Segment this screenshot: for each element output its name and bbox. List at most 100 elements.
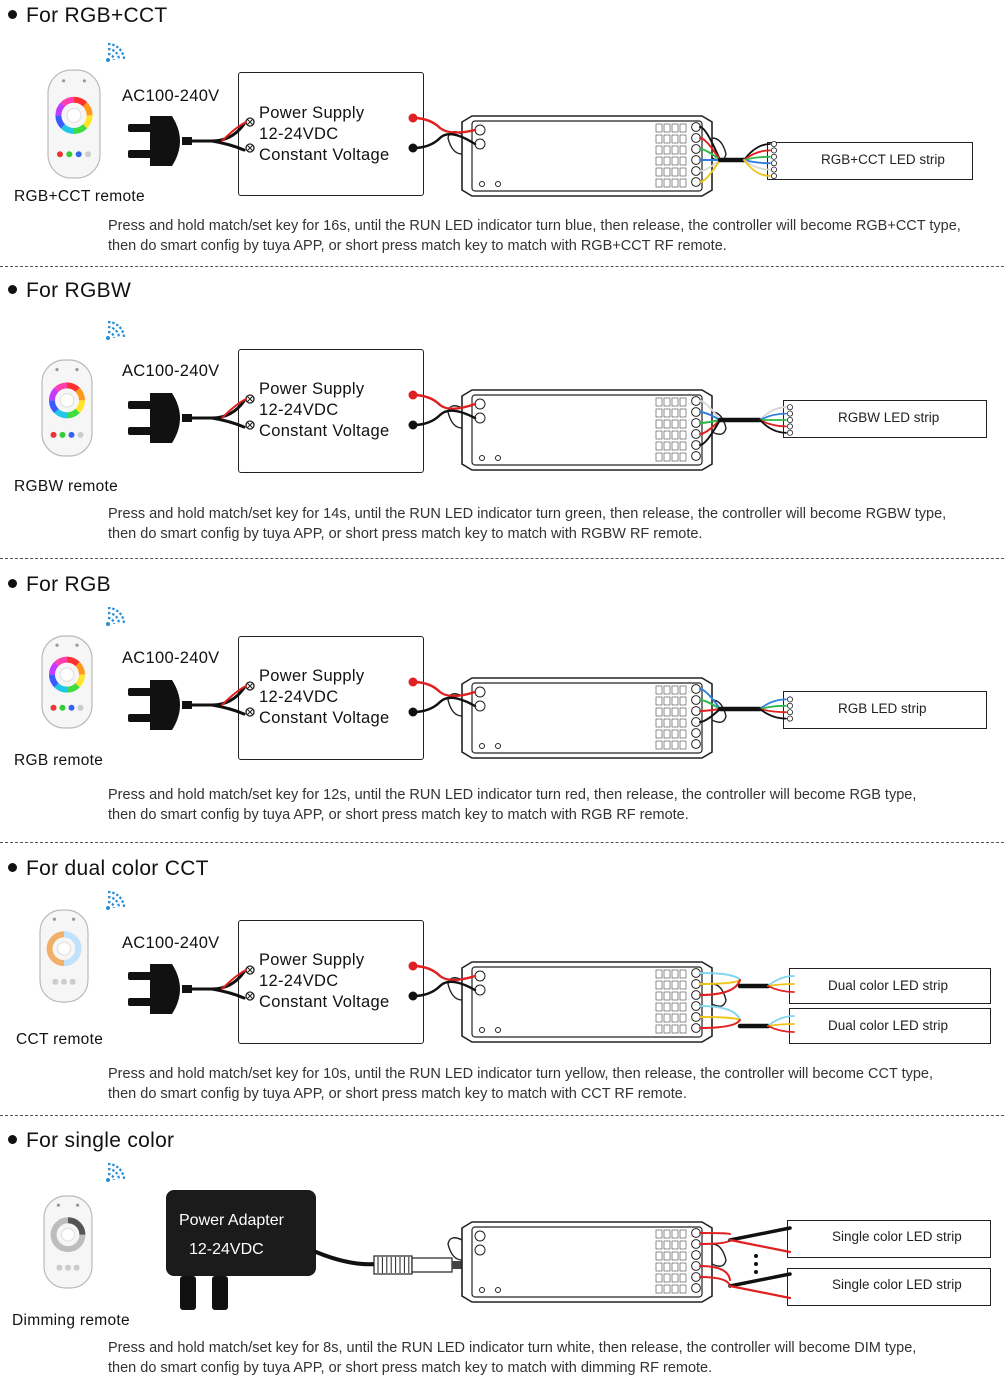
output-grid-cell: [679, 1262, 687, 1272]
output-grid-cell: [655, 419, 663, 429]
output-grid-cell: [671, 441, 679, 451]
led-controller: [447, 389, 727, 471]
wifi-arc: [107, 895, 121, 909]
mount-ear-left: [447, 977, 463, 1001]
remote-button: [55, 368, 59, 372]
output-grid-cell: [671, 134, 679, 144]
instruction-text: Press and hold match/set key for 14s, un…: [108, 504, 946, 544]
instruction-line2: then do smart config by tuya APP, or sho…: [108, 238, 727, 254]
output-grid-cell: [671, 145, 679, 155]
color-wheel-segment: [54, 408, 68, 419]
color-wheel-segment: [60, 124, 75, 134]
output-grid-cell: [663, 1002, 671, 1012]
adapter-line1: Power Adapter: [179, 1212, 284, 1229]
section-heading: For RGB: [8, 573, 111, 597]
input-terminal: [474, 1230, 486, 1242]
remote-button: [73, 1264, 80, 1271]
output-grid-cell: [663, 696, 671, 706]
mount-ear-right: [711, 983, 727, 1007]
output-wire: [699, 699, 721, 710]
output-grid-cell: [655, 452, 663, 462]
output-grid-cell: [679, 167, 687, 177]
wifi-dot: [106, 1178, 110, 1182]
output-wire: [699, 411, 721, 421]
remote-button: [75, 151, 82, 158]
heading-text: For single color: [26, 1129, 175, 1152]
led-strip: [783, 400, 987, 438]
ps-line1: Power Supply: [259, 380, 365, 398]
remote-button: [52, 978, 59, 985]
strip-wire: [743, 155, 771, 161]
led-strip: [767, 142, 973, 180]
output-grid-cell: [679, 1273, 687, 1283]
instruction-text: Press and hold match/set key for 10s, un…: [108, 1064, 933, 1104]
output-grid-cell: [663, 397, 671, 407]
strip-pad: [771, 140, 778, 147]
output-grid-cell: [679, 408, 687, 418]
controller-housing: [461, 961, 713, 1043]
output-grid-cell: [679, 696, 687, 706]
output-grid-cell: [671, 707, 679, 717]
strip-wire: [767, 985, 795, 993]
instruction-line2: then do smart config by tuya APP, or sho…: [108, 1360, 713, 1376]
ps-line3: Constant Voltage: [259, 993, 390, 1011]
remote-control-icon: [47, 69, 101, 179]
strip-pad: [787, 709, 794, 716]
remote-button: [56, 1264, 63, 1271]
strip-pad: [771, 160, 778, 167]
output-grid-cell: [663, 969, 671, 979]
input-terminal: [474, 412, 486, 424]
remote-button: [56, 151, 63, 158]
color-wheel-segment: [54, 382, 68, 393]
output-grid-cell: [655, 123, 663, 133]
output-grid-cell: [679, 969, 687, 979]
output-grid-cell: [671, 991, 679, 1001]
run-led: [479, 455, 485, 461]
output-grid-cell: [679, 740, 687, 750]
output-grid-cell: [663, 980, 671, 990]
strip-pad: [771, 166, 778, 173]
wifi-arc: [107, 52, 116, 61]
remote-button: [75, 368, 79, 372]
output-grid-cell: [671, 1229, 679, 1239]
strip-pad: [771, 147, 778, 154]
output-grid-cell: [679, 452, 687, 462]
ps-line2: 12-24VDC: [259, 401, 339, 419]
output-grid-cell: [655, 1262, 663, 1272]
output-terminal: [691, 728, 701, 738]
ps-line3: Constant Voltage: [259, 422, 390, 440]
strip-label: Dual color LED strip: [828, 978, 949, 993]
barrel-grip: [373, 1255, 413, 1275]
ps-line2: 12-24VDC: [259, 125, 339, 143]
remote-button: [59, 431, 66, 438]
dc-wire-positive: [411, 393, 477, 410]
continuation-dot: [754, 1254, 758, 1258]
continuation-dot: [754, 1262, 758, 1266]
color-wheel-segment: [49, 674, 59, 688]
output-grid-cell: [671, 408, 679, 418]
section-divider: [0, 266, 1004, 267]
wifi-dot: [106, 906, 110, 910]
color-wheel-segment: [49, 387, 59, 401]
mount-ear-right: [711, 1243, 727, 1267]
output-grid-cell: [663, 740, 671, 750]
strip-wire: [767, 983, 795, 987]
output-grid-cell: [679, 980, 687, 990]
remote-button: [82, 79, 86, 83]
output-grid-cell: [679, 156, 687, 166]
color-wheel-segment: [66, 682, 80, 693]
output-grid-cell: [679, 729, 687, 739]
output-grid-cell: [679, 178, 687, 188]
remote-button: [55, 643, 59, 647]
output-grid-cell: [655, 1251, 663, 1261]
strip-wire: [767, 1025, 795, 1033]
output-wire: [699, 400, 721, 421]
color-wheel-segment: [54, 682, 68, 693]
strip-wire: [759, 412, 787, 421]
ps-line2: 12-24VDC: [259, 972, 339, 990]
instruction-line2: then do smart config by tuya APP, or sho…: [108, 526, 703, 542]
output-grid-cell: [655, 134, 663, 144]
output-grid-cell: [671, 123, 679, 133]
output-grid-cell: [663, 430, 671, 440]
